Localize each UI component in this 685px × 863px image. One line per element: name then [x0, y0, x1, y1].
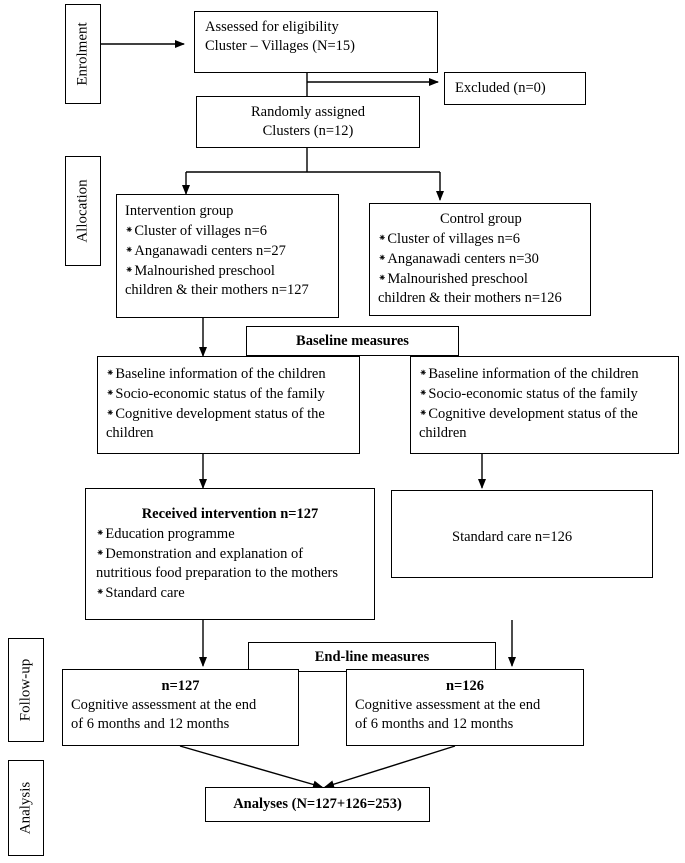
- list-item: children: [419, 425, 467, 441]
- list-item: nutritious food preparation to the mothe…: [96, 565, 339, 581]
- bullet-icon: ⁕: [125, 265, 134, 276]
- received-intervention-box: Received intervention n=127 ⁕Education p…: [85, 488, 375, 620]
- control-title: Control group: [440, 211, 522, 227]
- list-item: ⁕Baseline information of the children: [419, 366, 639, 382]
- bullet-icon: ⁕: [378, 273, 387, 284]
- phase-label-enrolment: Enrolment: [65, 4, 101, 104]
- list-item: ⁕Cluster of villages n=6: [378, 231, 521, 247]
- followup-right-title: n=126: [445, 678, 485, 694]
- bullet-icon: ⁕: [106, 408, 115, 419]
- followup-left-line-1: Cognitive assessment at the end: [71, 697, 257, 713]
- phase-label-followup: Follow-up: [8, 638, 44, 742]
- bullet-icon: ⁕: [125, 245, 134, 256]
- bullet-icon: ⁕: [419, 388, 428, 399]
- list-item: ⁕Malnourished preschool: [125, 263, 275, 279]
- list-item: ⁕Malnourished preschool: [378, 271, 528, 287]
- list-item: children: [106, 425, 154, 441]
- followup-left-box: n=127 Cognitive assessment at the end of…: [62, 669, 299, 746]
- followup-left-title: n=127: [161, 678, 200, 694]
- arrow-right-followup-to-analyses: [324, 745, 456, 789]
- random-line-1: Randomly assigned: [251, 104, 365, 120]
- baseline-right-box: ⁕Baseline information of the children ⁕S…: [410, 356, 679, 454]
- phase-label-analysis: Analysis: [8, 760, 44, 856]
- list-item: ⁕Demonstration and explanation of: [96, 546, 304, 562]
- list-item: ⁕Anganawadi centers n=30: [378, 251, 539, 267]
- analyses-box: Analyses (N=127+126=253): [205, 787, 430, 822]
- bullet-icon: ⁕: [106, 388, 115, 399]
- list-item: children & their mothers n=126: [378, 290, 562, 306]
- randomly-assigned-box: Randomly assigned Clusters (n=12): [196, 96, 420, 148]
- end-line-measures-label: End-line measures: [248, 642, 496, 672]
- list-item: ⁕Education programme: [96, 526, 235, 542]
- bullet-icon: ⁕: [96, 587, 105, 598]
- random-line-2: Clusters (n=12): [262, 123, 354, 139]
- excluded-box: Excluded (n=0): [444, 72, 586, 105]
- bullet-icon: ⁕: [125, 225, 134, 236]
- bullet-icon: ⁕: [96, 548, 105, 559]
- list-item: ⁕Standard care: [96, 585, 185, 601]
- intervention-group-box: Intervention group ⁕Cluster of villages …: [116, 194, 339, 318]
- followup-right-line-1: Cognitive assessment at the end: [355, 697, 541, 713]
- assessed-for-eligibility-box: Assessed for eligibility Cluster – Villa…: [194, 11, 438, 73]
- followup-right-line-2: of 6 months and 12 months: [355, 716, 514, 732]
- list-item: ⁕Cluster of villages n=6: [125, 223, 268, 239]
- bullet-icon: ⁕: [96, 528, 105, 539]
- bullet-icon: ⁕: [419, 368, 428, 379]
- received-title: Received intervention n=127: [141, 506, 319, 522]
- standard-care-label: Standard care n=126: [452, 529, 573, 545]
- standard-care-box: Standard care n=126: [391, 490, 653, 578]
- list-item: ⁕Socio-economic status of the family: [419, 386, 638, 402]
- baseline-measures-label: Baseline measures: [246, 326, 459, 356]
- intervention-title: Intervention group: [125, 203, 234, 219]
- phase-label-allocation: Allocation: [65, 156, 101, 266]
- assessed-line-1: Assessed for eligibility: [205, 19, 339, 35]
- list-item: ⁕Cognitive development status of the: [419, 406, 638, 422]
- list-item: ⁕Cognitive development status of the: [106, 406, 325, 422]
- bullet-icon: ⁕: [378, 233, 387, 244]
- bullet-icon: ⁕: [378, 253, 387, 264]
- list-item: ⁕Socio-economic status of the family: [106, 386, 325, 402]
- list-item: children & their mothers n=127: [125, 282, 309, 298]
- arrow-left-followup-to-analyses: [179, 745, 323, 789]
- list-item: ⁕Baseline information of the children: [106, 366, 326, 382]
- baseline-left-box: ⁕Baseline information of the children ⁕S…: [97, 356, 360, 454]
- followup-right-box: n=126 Cognitive assessment at the end of…: [346, 669, 584, 746]
- control-group-box: Control group ⁕Cluster of villages n=6 ⁕…: [369, 203, 591, 316]
- list-item: ⁕Anganawadi centers n=27: [125, 243, 286, 259]
- bullet-icon: ⁕: [419, 408, 428, 419]
- followup-left-line-2: of 6 months and 12 months: [71, 716, 230, 732]
- excluded-label: Excluded (n=0): [455, 80, 546, 96]
- assessed-line-2: Cluster – Villages (N=15): [205, 38, 356, 54]
- bullet-icon: ⁕: [106, 368, 115, 379]
